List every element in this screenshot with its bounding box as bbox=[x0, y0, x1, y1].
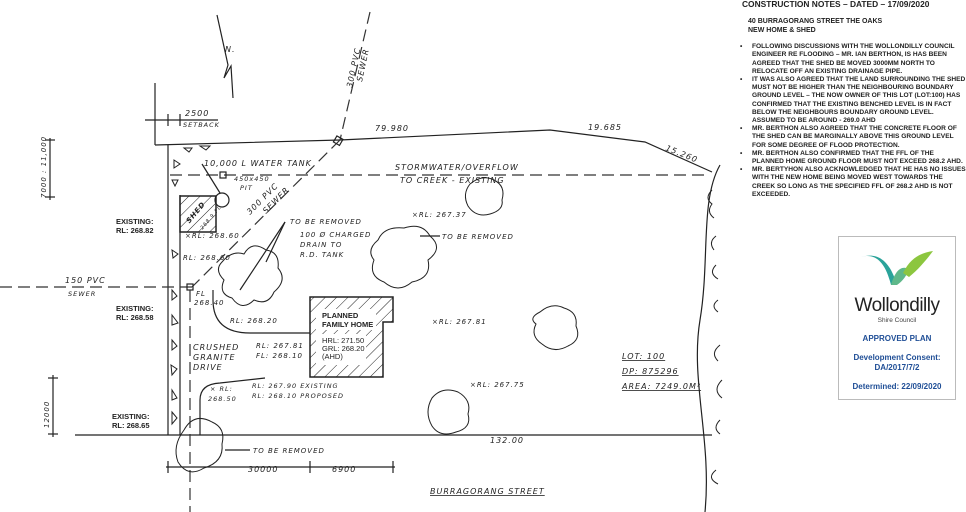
to-be-removed-label: TO BE REMOVED bbox=[290, 218, 362, 226]
existing-rl-label: EXISTING: bbox=[112, 412, 150, 421]
existing-rl-label: EXISTING: bbox=[116, 217, 154, 226]
rl-label: RL: 268.60 bbox=[183, 254, 231, 262]
note-item: FOLLOWING DISCUSSIONS WITH THE WOLLONDIL… bbox=[740, 43, 966, 76]
council-sub: Shire Council bbox=[877, 317, 917, 324]
north-label: N. bbox=[225, 45, 236, 54]
approval-stamp: Wollondilly Shire Council APPROVED PLAN … bbox=[838, 236, 956, 400]
construction-notes: CONSTRUCTION NOTES – DATED – 17/09/2020 … bbox=[738, 0, 966, 199]
notes-list: FOLLOWING DISCUSSIONS WITH THE WOLLONDIL… bbox=[738, 43, 966, 199]
site-plan-drawing: N. 2500 SETBACK 79.980 19.685 15.260 132… bbox=[0, 11, 723, 512]
sewer-line-left: 150 PVC SEWER bbox=[0, 276, 194, 512]
home-label-2: FAMILY HOME bbox=[322, 320, 373, 329]
boundary-right-length: 15.260 bbox=[664, 144, 699, 165]
existing-rl-label: EXISTING: bbox=[116, 304, 154, 313]
sewer-left-label-2: SEWER bbox=[68, 290, 96, 298]
drive-fl: FL: 268.10 bbox=[256, 352, 303, 360]
notes-address: 40 BURRAGORANG STREET THE OAKS bbox=[748, 18, 883, 26]
stormwater-label: STORMWATER/OVERFLOW bbox=[395, 163, 519, 172]
drive-rl: RL: 267.81 bbox=[256, 342, 304, 350]
hedge-shrubs bbox=[170, 145, 212, 426]
rl-label-2: 268.50 bbox=[208, 395, 237, 403]
note-item: MR. BERTYHON ALSO ACKNOWLEDGED THAT HE H… bbox=[740, 166, 966, 199]
rl-proposed: RL: 268.10 PROPOSED bbox=[252, 392, 344, 400]
pit-label-2: PIT bbox=[240, 184, 253, 192]
planned-family-home: PLANNED FAMILY HOME HRL: 271.50 GRL: 268… bbox=[309, 296, 394, 378]
trees bbox=[175, 177, 579, 473]
boundary-top-length: 79.980 bbox=[375, 124, 409, 133]
shed: SHED 268.9 FL bbox=[179, 195, 223, 233]
drive-label: CRUSHED bbox=[193, 343, 239, 352]
dim-left-top: 7000 : 11,000 bbox=[40, 136, 48, 198]
existing-rl-value: RL: 268.82 bbox=[116, 226, 154, 235]
boundary-bottom-length: 132.00 bbox=[490, 436, 524, 445]
rl-label: ×RL: 268.60 bbox=[185, 232, 240, 240]
stormwater-label-2: TO CREEK - EXISTING bbox=[400, 176, 505, 185]
dim-6900: 6900 bbox=[332, 465, 356, 474]
rl-label: ×RL: 267.75 bbox=[470, 381, 525, 389]
home-hrl: HRL: 271.50 bbox=[322, 336, 364, 345]
to-be-removed-label: TO BE REMOVED bbox=[253, 447, 325, 455]
approved-label: APPROVED PLAN bbox=[862, 334, 932, 343]
rl-label: × RL: bbox=[210, 385, 233, 393]
area-label: AREA: 7249.0M² bbox=[621, 382, 701, 391]
consent-label: Development Consent: bbox=[853, 353, 941, 362]
dim-left-bottom: 12000 bbox=[43, 401, 51, 428]
existing-rl-value: RL: 268.58 bbox=[116, 313, 154, 322]
sewer-line-top: 300 PVC SEWER 300 PVC SEWER bbox=[191, 11, 371, 288]
council-brand: Wollondilly bbox=[854, 295, 940, 316]
dp-label: DP: 875296 bbox=[622, 367, 679, 376]
lot-label: LOT: 100 bbox=[622, 352, 665, 361]
note-item: MR. BERTHON ALSO AGREED THAT THE CONCRET… bbox=[740, 125, 966, 150]
fl-label-2: 268.40 bbox=[194, 299, 225, 307]
notes-project: NEW HOME & SHED bbox=[748, 27, 816, 35]
fl-label: FL bbox=[196, 290, 206, 298]
to-be-removed-label: TO BE REMOVED bbox=[442, 233, 514, 241]
rl-label: RL: 268.20 bbox=[230, 317, 278, 325]
note-item: IT WAS ALSO AGREED THAT THE LAND SURROUN… bbox=[740, 76, 966, 125]
existing-rl-value: RL: 268.65 bbox=[112, 421, 150, 430]
street-label: BURRAGORANG STREET bbox=[430, 487, 545, 496]
north-arrow-icon: N. bbox=[216, 14, 236, 99]
drive-label-3: DRIVE bbox=[193, 363, 223, 372]
pit-icon bbox=[219, 171, 227, 179]
consent-number: DA/2017/7/2 bbox=[874, 363, 920, 372]
determined-date: Determined: 22/09/2020 bbox=[852, 382, 942, 391]
frontage-dimension: 30000 6900 bbox=[166, 461, 395, 474]
water-tank-label: 10,000 L WATER TANK bbox=[204, 159, 312, 168]
drive-label-2: GRANITE bbox=[193, 353, 236, 362]
setback-label: SETBACK bbox=[183, 121, 220, 129]
note-item: MR. BERTHON ALSO CONFIRMED THAT THE FFL … bbox=[740, 150, 966, 166]
drain-label-2: DRAIN TO bbox=[300, 241, 342, 249]
rl-existing: RL: 267.90 EXISTING bbox=[252, 382, 339, 390]
wollondilly-logo-icon bbox=[861, 251, 933, 285]
pit-label: 450x450 bbox=[234, 175, 270, 183]
drain-label-3: R.D. TANK bbox=[300, 251, 345, 259]
sewer-left-label: 150 PVC bbox=[65, 276, 106, 285]
boundary-mid-length: 19.685 bbox=[588, 123, 622, 132]
setback-value: 2500 bbox=[185, 109, 209, 118]
drain-label: 100 Ø CHARGED bbox=[300, 231, 371, 239]
notes-title: CONSTRUCTION NOTES – DATED – 17/09/2020 bbox=[742, 0, 930, 9]
home-ahd: (AHD) bbox=[322, 352, 343, 361]
dim-30000: 30000 bbox=[248, 465, 278, 474]
rl-label: ×RL: 267.37 bbox=[412, 211, 467, 219]
setback-dimension: 2500 SETBACK bbox=[145, 83, 220, 145]
rl-label: ×RL: 267.81 bbox=[432, 318, 487, 326]
stormwater-line: STORMWATER/OVERFLOW TO CREEK - EXISTING bbox=[170, 163, 710, 185]
home-label: PLANNED bbox=[322, 311, 359, 320]
home-grl: GRL: 268.20 bbox=[322, 344, 365, 353]
